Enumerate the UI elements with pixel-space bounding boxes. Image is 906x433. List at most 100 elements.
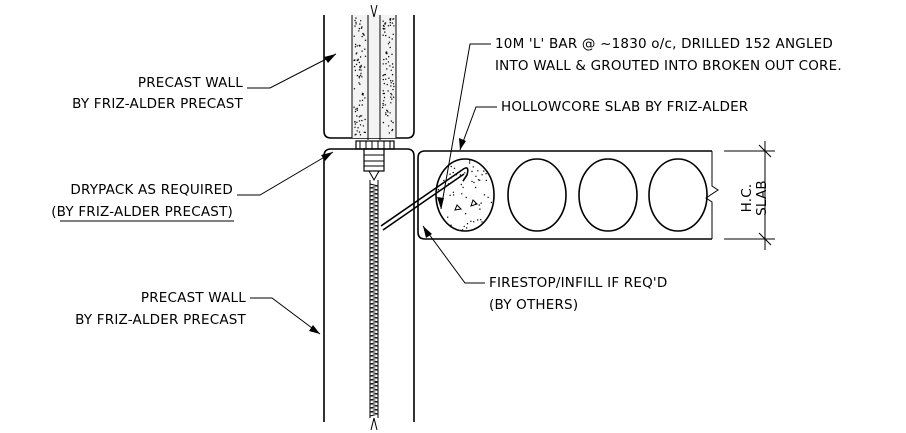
stipple-dot <box>465 196 467 199</box>
stipple-dot <box>364 48 366 50</box>
stipple-dot <box>356 130 358 132</box>
grouted-core-stipple <box>437 160 493 231</box>
stipple-dot <box>382 63 384 65</box>
stipple-dot <box>443 179 445 182</box>
stipple-dot <box>361 119 363 122</box>
note-slab: HOLLOWCORE SLAB BY FRIZ-ALDER <box>501 99 748 115</box>
stipple-dot <box>392 121 394 124</box>
stipple-dot <box>387 115 389 117</box>
stipple-dot <box>356 74 359 77</box>
stipple-dot <box>360 74 362 77</box>
stipple-dot <box>361 104 363 106</box>
stipple-dot <box>477 170 479 172</box>
stipple-dot <box>383 25 385 28</box>
stipple-dot <box>358 27 361 30</box>
stipple-dot <box>358 75 360 78</box>
note-bar-line1: 10M 'L' BAR @ ~1830 o/c, DRILLED 152 ANG… <box>495 36 833 52</box>
stipple-dot <box>475 186 477 189</box>
stipple-dot <box>393 85 395 88</box>
stipple-dot <box>391 74 394 76</box>
stipple-dot <box>357 127 359 129</box>
stipple-dot <box>392 96 395 98</box>
note-drypack-line1: DRYPACK AS REQUIRED <box>70 182 233 198</box>
stipple-dot <box>356 109 359 111</box>
stipple-dot <box>463 225 465 228</box>
stipple-dot <box>362 33 365 35</box>
stipple-dot <box>361 92 364 95</box>
stipple-dot <box>386 68 388 70</box>
stipple-dot <box>354 126 356 128</box>
stipple-dot <box>361 76 363 78</box>
stipple-dot <box>358 69 361 71</box>
stipple-dot <box>355 108 357 110</box>
stipple-dot <box>464 172 466 174</box>
stipple-dot <box>360 20 362 22</box>
stipple-dot <box>355 63 358 66</box>
stipple-dot <box>452 191 455 193</box>
stipple-dot <box>354 123 357 125</box>
stipple-dot <box>355 53 357 55</box>
note-bar: 10M 'L' BAR @ ~1830 o/c, DRILLED 152 ANG… <box>495 36 842 74</box>
stipple-dot <box>387 111 389 113</box>
stipple-dot <box>390 82 392 84</box>
stipple-dot <box>473 181 475 184</box>
stipple-dot <box>382 20 384 22</box>
stipple-dot <box>466 223 469 225</box>
stipple-dot <box>449 194 451 196</box>
stipple-dot <box>392 88 394 91</box>
stipple-dot <box>391 22 394 24</box>
stipple-dot <box>475 175 477 177</box>
note-lower-wall-line1: PRECAST WALL <box>141 290 246 306</box>
stipple-dot <box>358 77 360 79</box>
stipple-dot <box>391 129 393 132</box>
stipple-dot <box>389 21 391 24</box>
stipple-dot <box>391 63 394 65</box>
stipple-dot <box>361 26 363 28</box>
stipple-dot <box>387 90 389 92</box>
stipple-dot <box>385 113 387 116</box>
stipple-dot <box>383 28 385 30</box>
stipple-dot <box>391 53 393 55</box>
note-slab-line1: HOLLOWCORE SLAB BY FRIZ-ALDER <box>501 99 748 115</box>
stipple-dot <box>384 22 386 25</box>
stipple-dot <box>388 132 390 134</box>
stipple-dot <box>383 100 385 102</box>
stipple-dot <box>381 106 384 109</box>
stipple-dot <box>483 170 485 172</box>
stipple-dot <box>356 121 358 124</box>
stipple-dot <box>468 162 471 164</box>
l-bar-dowel <box>380 167 469 231</box>
stipple-dot <box>480 219 482 221</box>
stipple-dot <box>384 73 387 76</box>
stipple-dot <box>450 165 452 168</box>
stipple-dot <box>382 74 384 77</box>
stipple-dot <box>382 78 384 81</box>
stipple-dot <box>360 65 362 68</box>
stipple-dot <box>358 120 361 122</box>
stipple-dot <box>389 46 391 49</box>
stipple-dot <box>360 115 363 117</box>
note-firestop: FIRESTOP/INFILL IF REQ'D (BY OTHERS) <box>489 275 667 313</box>
stipple-dot <box>389 19 392 21</box>
stipple-dot <box>481 174 483 176</box>
stipple-dot <box>356 115 358 117</box>
stipple-dot <box>479 208 481 210</box>
stipple-dot <box>389 112 391 114</box>
stipple-dot <box>385 58 387 60</box>
stipple-dot <box>450 224 452 226</box>
note-upper-wall-line1: PRECAST WALL <box>138 75 243 91</box>
stipple-dot <box>392 18 394 20</box>
stipple-dot <box>359 23 361 25</box>
stipple-dot <box>364 118 366 121</box>
stipple-dot <box>390 92 392 95</box>
stipple-dot <box>356 107 358 110</box>
stipple-dot <box>385 78 387 81</box>
stipple-dot <box>469 160 471 162</box>
stipple-dot <box>452 171 454 174</box>
stipple-dot <box>471 180 473 183</box>
stipple-dot <box>388 41 391 43</box>
stipple-dot <box>464 213 467 215</box>
stipple-dot <box>389 24 392 26</box>
stipple-dot <box>388 77 390 79</box>
stipple-dot <box>472 166 474 168</box>
